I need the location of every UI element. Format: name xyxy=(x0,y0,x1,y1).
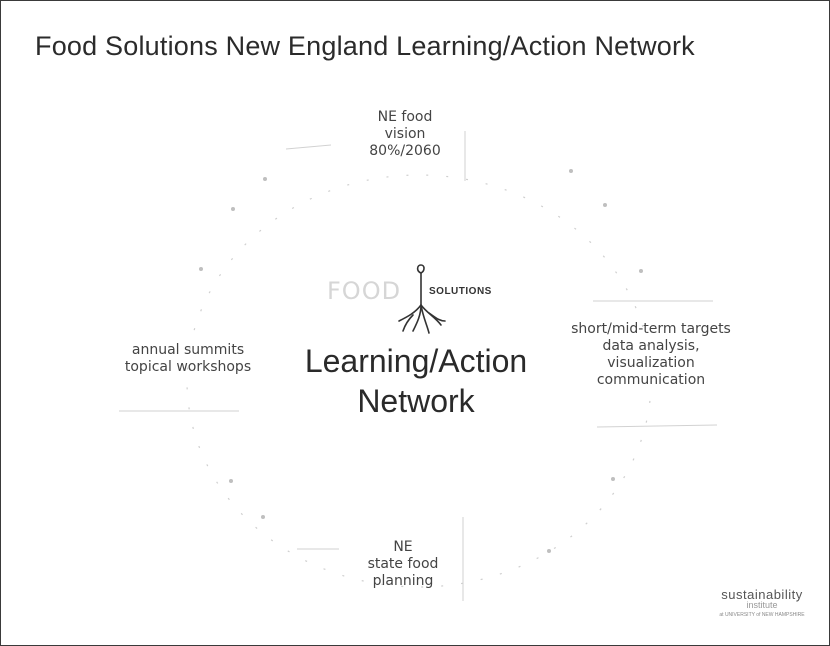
node-state-food-planning: NE state food planning xyxy=(349,539,457,590)
node-line: data analysis, xyxy=(602,338,700,354)
ring-arrow-marker xyxy=(611,477,615,481)
center-title: Learning/Action Network xyxy=(285,341,547,421)
badge-name: sustainability xyxy=(721,587,803,602)
node-line: planning xyxy=(372,573,434,589)
node-summits-workshops: annual summits topical workshops xyxy=(109,342,267,376)
food-solutions-logo: FOOD SOLUTIONS xyxy=(321,259,521,339)
ring-arrow-marker xyxy=(639,269,643,273)
center-title-line-2: Network xyxy=(357,383,475,419)
divider-right-bottom xyxy=(596,424,718,428)
ring-arrow-marker xyxy=(547,549,551,553)
node-line: topical workshops xyxy=(124,359,252,375)
ring-arrow-marker xyxy=(261,515,265,519)
node-line: short/mid-term targets xyxy=(571,321,731,337)
node-line: vision xyxy=(384,126,426,142)
node-ne-food-vision: NE food vision 80%/2060 xyxy=(355,109,455,160)
sprout-icon xyxy=(398,264,446,334)
badge-affiliation: at UNIVERSITY of NEW HAMPSHIRE xyxy=(719,612,805,618)
center-title-line-1: Learning/Action xyxy=(304,343,528,379)
node-line: NE xyxy=(393,539,413,555)
ring-arrow-marker xyxy=(199,267,203,271)
node-line: communication xyxy=(596,372,706,388)
logo-solutions-text: SOLUTIONS xyxy=(429,286,492,297)
ring-arrow-marker xyxy=(229,479,233,483)
slide-title: Food Solutions New England Learning/Acti… xyxy=(35,31,695,61)
ring-arrow-marker xyxy=(603,203,607,207)
node-line: NE food xyxy=(377,109,433,125)
ring-arrow-marker xyxy=(263,177,267,181)
node-line: annual summits xyxy=(131,342,245,358)
divider-top-left xyxy=(285,144,332,150)
cycle-ring-path xyxy=(186,174,652,588)
ring-arrow-marker xyxy=(231,207,235,211)
node-line: state food xyxy=(367,556,439,572)
sustainability-institute-logo: sustainability institute at UNIVERSITY o… xyxy=(707,587,817,618)
ring-arrow-marker xyxy=(569,169,573,173)
node-line: 80%/2060 xyxy=(369,143,441,159)
node-targets-analysis: short/mid-term targets data analysis, vi… xyxy=(567,321,735,389)
badge-tag: institute xyxy=(746,600,778,610)
node-line: visualization xyxy=(607,355,695,371)
logo-faint-word: FOOD xyxy=(327,277,402,305)
